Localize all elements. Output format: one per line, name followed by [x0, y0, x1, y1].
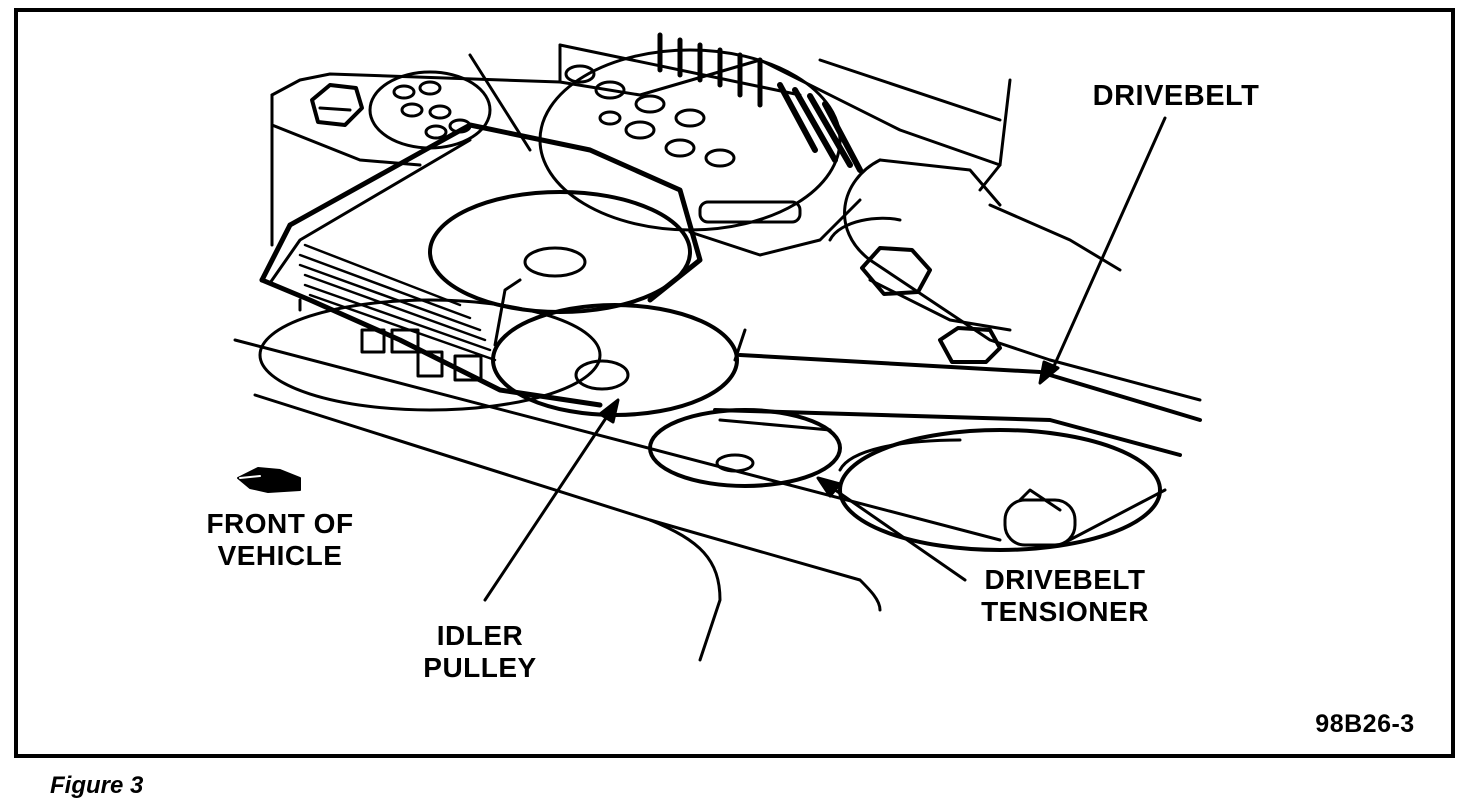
- front-of-vehicle-label: FRONT OF VEHICLE: [170, 508, 390, 572]
- drivebelt-tensioner-label: DRIVEBELT TENSIONER: [955, 564, 1175, 628]
- main-pulley: [428, 190, 692, 314]
- alternator: [538, 32, 863, 257]
- tensioner-bolt-nut: [860, 246, 932, 296]
- figure-caption: Figure 3: [50, 772, 144, 799]
- engine-contour: [233, 338, 1167, 662]
- leader-drivebelt: [1038, 116, 1167, 385]
- drivebelt-label: DRIVEBELT: [1092, 80, 1260, 112]
- lower-left-pulley: [258, 298, 602, 412]
- drivebelt-tensioner-label-line-2: TENSIONER: [981, 596, 1149, 627]
- diagram-frame: [14, 8, 1455, 758]
- front-of-vehicle-label-line-2: VEHICLE: [217, 540, 343, 571]
- tensioner-arm: [828, 158, 1052, 364]
- lower-right-pulley: [838, 428, 1162, 552]
- idler-pulley-label: IDLER PULLEY: [380, 620, 580, 684]
- drivebelt-tensioner-label-line-1: DRIVEBELT: [984, 564, 1146, 595]
- upper-left-pulley: [368, 70, 492, 150]
- figure-code: 98B26-3: [1315, 710, 1415, 738]
- idler-pulley-label-line-1: IDLER: [436, 620, 524, 651]
- front-of-vehicle-arrow-icon: [237, 467, 301, 493]
- bolt-top-left: [310, 83, 364, 127]
- tensioner-bolt-lower: [938, 326, 1002, 364]
- leader-idler: [483, 398, 620, 602]
- leader-tensioner: [816, 476, 967, 582]
- drivebelt-loop: [259, 122, 703, 408]
- drivebelt-run: [713, 353, 1202, 457]
- front-of-vehicle-label-line-1: FRONT OF: [206, 508, 354, 539]
- idler-pulley-label-line-2: PULLEY: [423, 652, 537, 683]
